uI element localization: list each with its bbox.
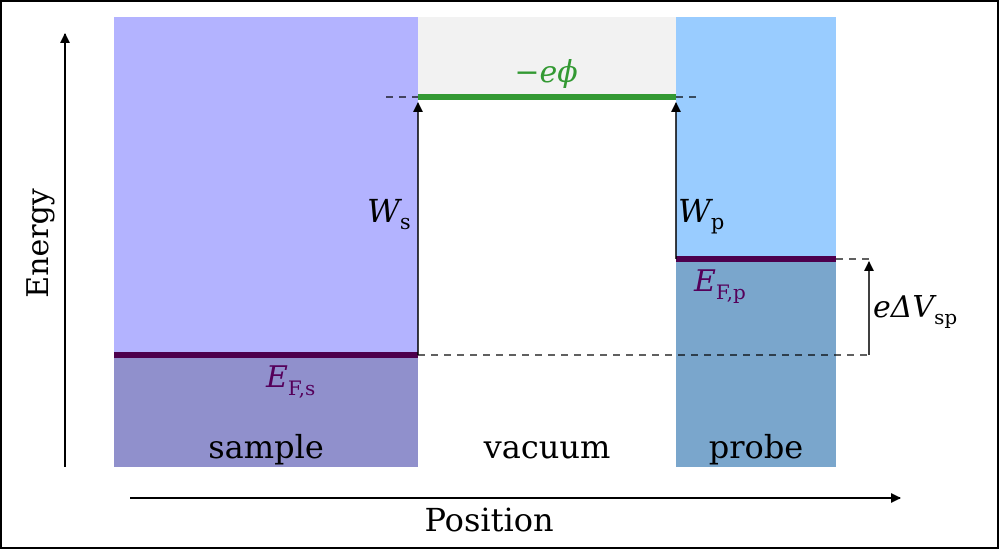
position-axis-label: Position bbox=[424, 501, 553, 539]
probe-region-label: probe bbox=[709, 428, 803, 466]
probe-work-function-subscript: p bbox=[711, 210, 724, 234]
vacuum-region-label: vacuum bbox=[483, 428, 611, 466]
sample-work-function-symbol: W bbox=[367, 192, 403, 230]
sample-fermi-subscript: F,s bbox=[288, 376, 315, 400]
probe-fermi-symbol: E bbox=[693, 264, 716, 299]
potential-difference-subscript: sp bbox=[934, 305, 957, 329]
sample-region-label: sample bbox=[208, 428, 324, 466]
sample-fermi-symbol: E bbox=[265, 360, 288, 395]
sample-work-function-subscript: s bbox=[400, 210, 411, 234]
probe-work-function-label: Wp bbox=[678, 192, 724, 234]
sample-upper-band bbox=[114, 17, 418, 355]
potential-difference-label: eΔVsp bbox=[873, 290, 957, 329]
probe-fermi-label: EF,p bbox=[693, 264, 746, 304]
vacuum-top-band bbox=[418, 17, 676, 97]
sample-filled-band bbox=[114, 355, 418, 467]
vacuum-level-symbol: eϕ bbox=[539, 55, 577, 90]
sample-fermi-label: EF,s bbox=[265, 360, 315, 400]
vacuum-level-label: −eϕ bbox=[514, 55, 577, 90]
vacuum-level-sign: − bbox=[514, 55, 539, 90]
potential-difference-symbol: eΔV bbox=[873, 290, 937, 325]
energy-axis-label: Energy bbox=[21, 188, 56, 298]
probe-upper-band bbox=[676, 17, 836, 259]
probe-fermi-subscript: F,p bbox=[716, 280, 746, 304]
sample-work-function-label: Ws bbox=[367, 192, 411, 234]
probe-work-function-symbol: W bbox=[678, 192, 714, 230]
probe-filled-band bbox=[676, 259, 836, 467]
